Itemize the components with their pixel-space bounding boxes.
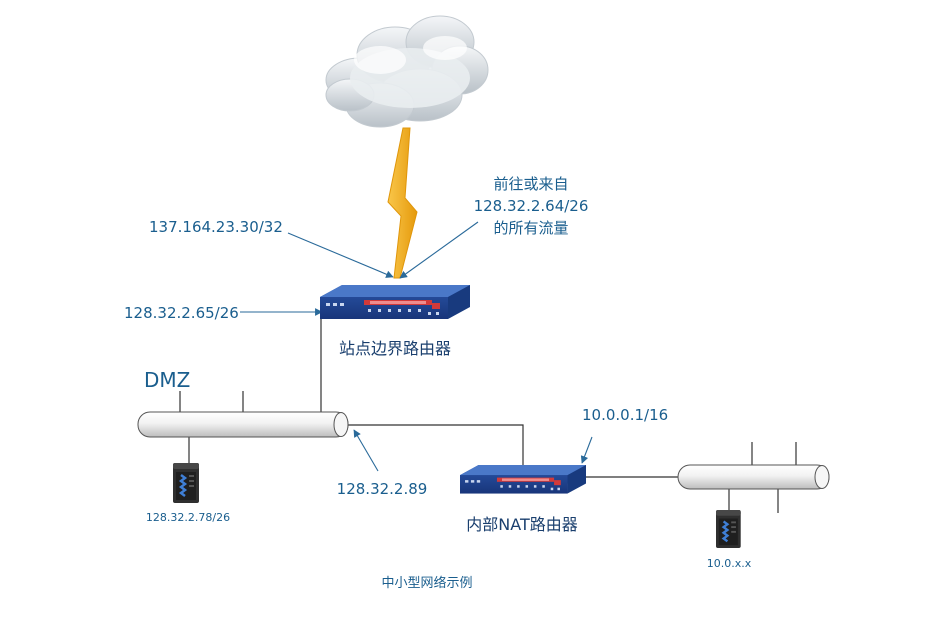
- border-router-interface-ip: 128.32.2.65/26: [124, 304, 239, 322]
- border-router-name: 站点边界路由器: [339, 339, 451, 358]
- border-router-icon: [320, 285, 470, 319]
- dmz-network-segment: [137, 411, 349, 438]
- internet-cloud-icon: [325, 15, 489, 128]
- internal-network-segment: [677, 464, 830, 490]
- traffic-note-line1: 前往或来自: [493, 175, 568, 193]
- dmz-label: DMZ: [144, 368, 190, 392]
- traffic-note-line2: 128.32.2.64/26: [474, 197, 589, 215]
- nat-router-name: 内部NAT路由器: [466, 515, 577, 534]
- annotation-arrows: [240, 221, 593, 472]
- nat-router-icon: [460, 465, 586, 494]
- internal-server-ip: 10.0.x.x: [707, 557, 752, 570]
- dmz-server-icon: [171, 461, 201, 505]
- dmz-server-ip: 128.32.2.78/26: [146, 511, 230, 524]
- traffic-note-line3: 的所有流量: [493, 219, 568, 237]
- nat-inside-ip: 10.0.0.1/16: [582, 406, 668, 424]
- network-links: [179, 318, 797, 513]
- lightning-bolt-icon: [387, 127, 418, 279]
- internal-server-icon: [714, 508, 742, 550]
- external-ip-label: 137.164.23.30/32: [149, 218, 283, 236]
- diagram-caption: 中小型网络示例: [381, 575, 472, 591]
- nat-outside-ip: 128.32.2.89: [337, 480, 428, 498]
